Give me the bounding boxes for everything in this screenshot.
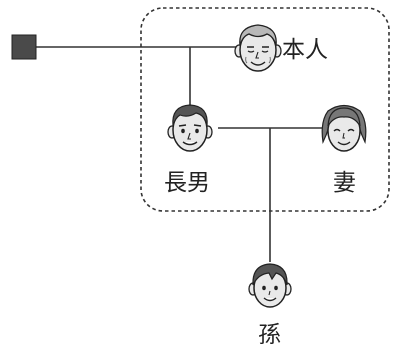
honnin-face-icon [234,24,282,72]
tsuma-face-icon [321,104,367,152]
mago-label: 孫 [258,322,281,348]
tsuma-label: 妻 [333,170,356,196]
chounan-face-icon [167,104,213,152]
deceased-spouse-marker [11,34,37,60]
chounan-label: 長男 [164,170,210,196]
mago-face-icon [248,263,292,308]
honnin-label: 本人 [282,37,328,63]
household-boundary [140,7,390,212]
